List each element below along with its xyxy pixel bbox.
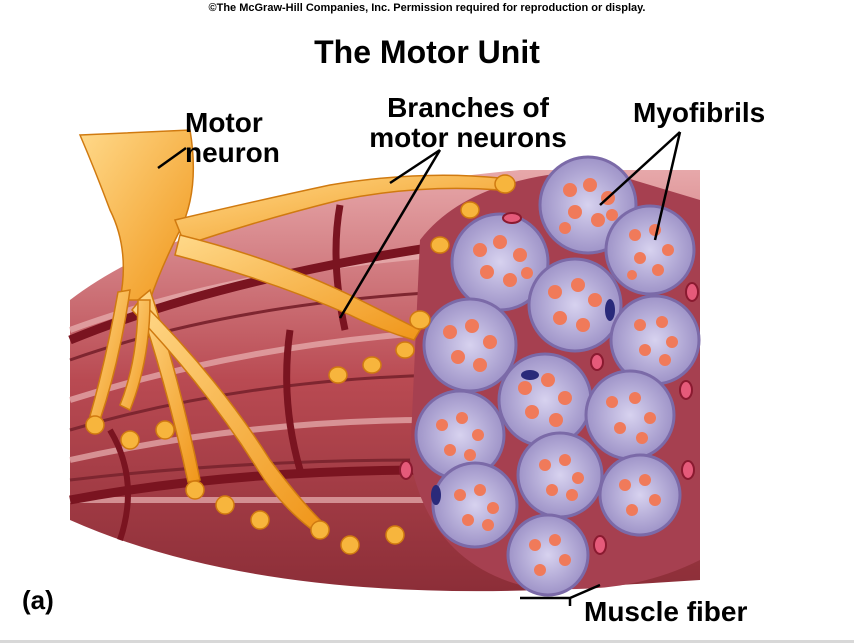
bottom-divider xyxy=(0,640,854,643)
leader-lines xyxy=(157,131,682,606)
motor-neuron-label: Motor neuron xyxy=(185,108,305,168)
motor-neuron-label-line1: Motor xyxy=(185,107,263,138)
muscle-fiber-label: Muscle fiber xyxy=(584,596,748,627)
diagram-title: The Motor Unit xyxy=(314,34,540,70)
panel-label: (a) xyxy=(22,585,54,615)
copyright-notice: ©The McGraw-Hill Companies, Inc. Permiss… xyxy=(208,2,646,14)
axon-terminals xyxy=(85,174,516,555)
myofibril-dots xyxy=(436,178,678,576)
muscle-fiber xyxy=(414,155,701,597)
branches-label-line2: motor neurons xyxy=(369,122,567,153)
myofibrils-label: Myofibrils xyxy=(633,97,766,128)
muscle-fiber-cross-sections xyxy=(399,155,701,597)
capillary-cross-sections xyxy=(399,212,699,555)
nuclei xyxy=(431,299,615,505)
branches-label: Branches of motor neurons xyxy=(348,93,588,153)
motor-neuron xyxy=(78,129,501,529)
branches-label-line1: Branches of xyxy=(387,92,549,123)
motor-neuron-label-line2: neuron xyxy=(185,137,280,168)
